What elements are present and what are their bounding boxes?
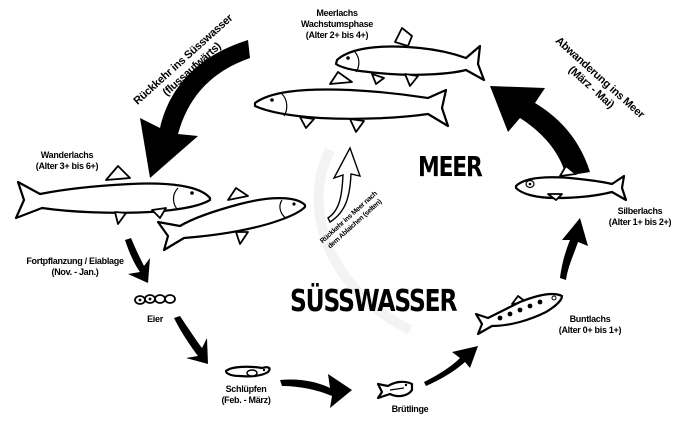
arrow-eggs-to-hatching — [174, 316, 208, 364]
fry-fish — [376, 380, 414, 400]
label-wanderlachs: Wanderlachs (Alter 3+ bis 6+) — [35, 150, 99, 171]
label-buntlachs: Buntlachs (Alter 0+ bis 1+) — [558, 314, 622, 335]
arrow-hatching-to-fry — [280, 374, 352, 408]
zone-label-sea: MEER — [418, 150, 483, 183]
sea-salmon-fish-upper — [334, 27, 486, 87]
arrow-fry-to-parr — [424, 346, 478, 386]
label-meerlachs: Meerlachs Wachstumsphase (Alter 2+ bis 4… — [301, 8, 373, 40]
arrow-spawning — [125, 238, 150, 283]
freshwater-guide-arc — [313, 147, 413, 335]
eggs-cluster — [134, 294, 176, 305]
arrow-return-to-freshwater — [140, 40, 250, 178]
label-bruetlinge: Brütlinge — [391, 404, 429, 414]
parr-fish — [474, 292, 564, 336]
label-schluepfen: Schlüpfen (Feb. - März) — [221, 384, 271, 405]
arrow-migration-to-sea — [490, 86, 590, 176]
sea-salmon-fish-lower — [253, 71, 450, 133]
smolt-fish — [514, 165, 628, 202]
arrow-parr-to-smolt — [560, 218, 588, 280]
alevin-fish — [224, 365, 271, 378]
label-fortpflanzung: Fortpflanzung / Eiablage (Nov. - Jan.) — [26, 256, 124, 277]
arrow-return-to-sea-outline — [327, 146, 362, 224]
zone-label-freshwater: SÜSSWASSER — [290, 284, 458, 319]
label-eier: Eier — [147, 314, 163, 324]
label-silberlachs: Silberlachs (Alter 1+ bis 2+) — [608, 206, 672, 227]
migrating-salmon-fish-right — [156, 187, 307, 252]
migrating-salmon-fish-left — [14, 165, 212, 225]
